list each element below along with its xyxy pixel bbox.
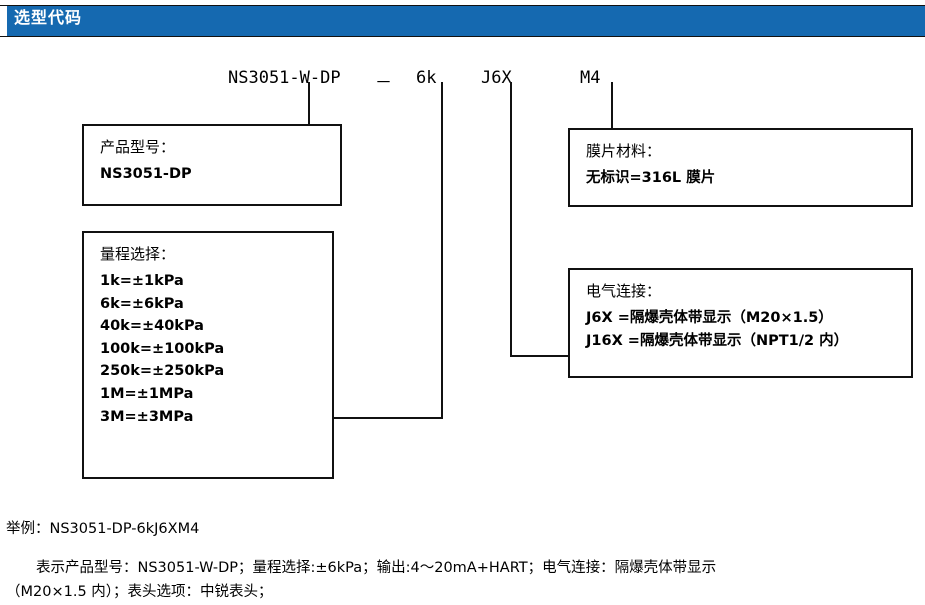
- spec-box-diaphragm-material: 膜片材料： 无标识=316L 膜片: [568, 128, 913, 207]
- spec-box-line: 3M=±3MPa: [100, 408, 194, 425]
- spec-box-line: NS3051-DP: [100, 166, 192, 182]
- spec-box-line: 6k=±6kPa: [100, 295, 184, 312]
- example-line-2: （M20×1.5 内）；表头选项：中锐表头；: [6, 584, 273, 600]
- spec-box-line: 250k=±250kPa: [100, 363, 225, 380]
- connector-diaphragm: [611, 82, 613, 130]
- spec-box-line: 100k=±100kPa: [100, 340, 225, 357]
- connector-range-drop: [441, 82, 443, 419]
- connector-electrical-join: [510, 355, 570, 357]
- spec-box-line: 1k=±1kPa: [100, 273, 184, 289]
- spec-box-line: J6X =隔爆壳体带显示（M20×1.5）: [586, 310, 833, 326]
- header-bar-notch: [0, 6, 7, 36]
- spec-box-title-electrical-connection: 电气连接：: [586, 282, 662, 300]
- code-token-3: J6X: [481, 68, 512, 88]
- spec-box-range-selection: 量程选择： 1k=±1kPa 6k=±6kPa 40k=±40kPa 100k=±100…: [82, 231, 334, 479]
- code-token-4: M4: [580, 68, 601, 88]
- section-header-bar: [0, 5, 925, 37]
- spec-box-line: 40k=±40kPa: [100, 318, 204, 335]
- code-token-0: NS3051-W-DP: [228, 68, 341, 88]
- spec-box-title-diaphragm-material: 膜片材料：: [586, 142, 662, 160]
- connector-product-model: [308, 82, 310, 124]
- spec-box-line: 1M=±1MPa: [100, 386, 194, 403]
- spec-box-product-model: 产品型号： NS3051-DP: [82, 124, 342, 206]
- spec-box-line: 无标识=316L 膜片: [586, 170, 716, 186]
- spec-box-electrical-connection: 电气连接： J6X =隔爆壳体带显示（M20×1.5） J16X =隔爆壳体带显示（…: [568, 268, 913, 378]
- code-token-1: －: [375, 73, 392, 93]
- page-title: 选型代码: [14, 8, 83, 27]
- connector-range-join: [334, 417, 443, 419]
- example-line-0: 举例：NS3051-DP-6kJ6XM4: [6, 521, 200, 537]
- spec-box-line: J16X =隔爆壳体带显示（NPT1/2 内）: [586, 333, 849, 350]
- code-token-2: 6k: [416, 68, 437, 88]
- spec-box-title-range-selection: 量程选择：: [100, 245, 176, 263]
- spec-box-title-product-model: 产品型号：: [100, 138, 176, 156]
- connector-electrical-drop: [510, 82, 512, 357]
- example-line-1: 表示产品型号：NS3051-W-DP；量程选择:±6kPa；输出:4～20mA+…: [36, 560, 717, 576]
